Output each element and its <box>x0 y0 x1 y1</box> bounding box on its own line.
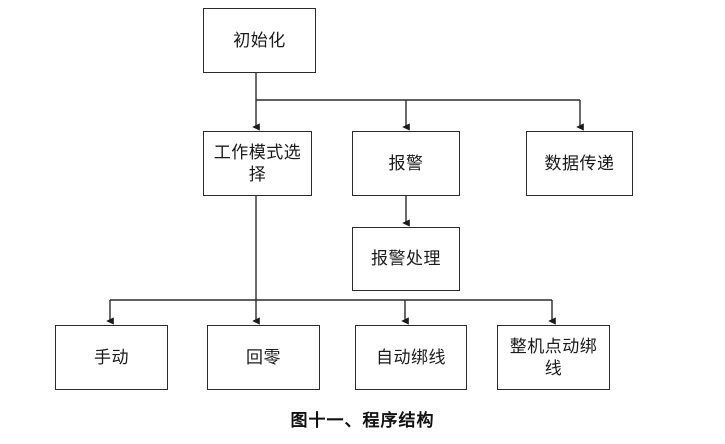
node-data-transfer-label: 数据传递 <box>544 153 615 173</box>
node-auto-bind-label: 自动绑线 <box>376 347 446 367</box>
node-work-mode-select: 工作模式选 择 <box>203 131 312 196</box>
node-manual: 手动 <box>55 325 168 390</box>
node-alarm-label: 报警 <box>388 153 424 173</box>
node-data-transfer: 数据传递 <box>526 131 633 196</box>
node-manual-label: 手动 <box>94 347 129 367</box>
node-initialization-label: 初始化 <box>233 30 286 50</box>
node-alarm-handling: 报警处理 <box>352 227 460 291</box>
node-return-zero: 回零 <box>207 325 320 390</box>
node-machine-jog-bind-label: 整机点动绑 线 <box>509 336 598 378</box>
node-work-mode-select-label: 工作模式选 择 <box>213 142 302 184</box>
node-auto-bind: 自动绑线 <box>355 325 467 390</box>
node-alarm-handling-label: 报警处理 <box>371 249 441 269</box>
node-return-zero-label: 回零 <box>246 347 281 367</box>
node-initialization: 初始化 <box>203 8 316 73</box>
node-machine-jog-bind: 整机点动绑 线 <box>497 325 610 390</box>
figure-caption: 图十一、程序结构 <box>290 411 435 430</box>
node-alarm: 报警 <box>352 131 460 196</box>
